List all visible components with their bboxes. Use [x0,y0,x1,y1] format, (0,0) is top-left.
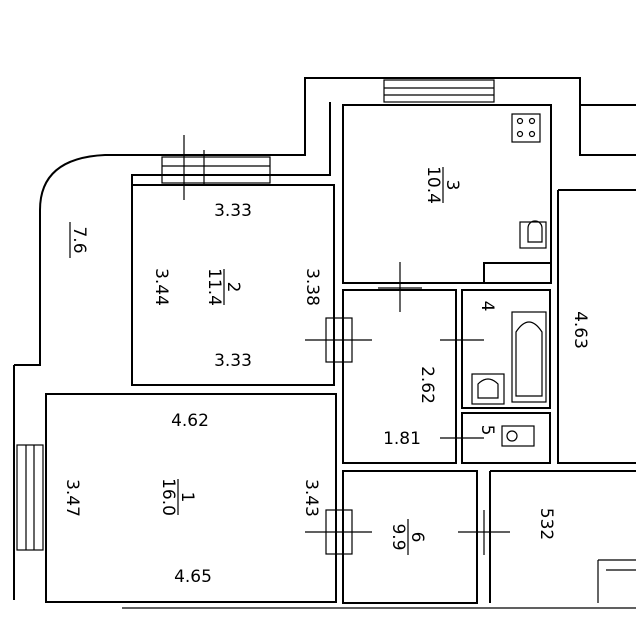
sink-icon [519,220,547,249]
room-label-1: 1 16.0 [158,478,197,516]
dimension-right-area: 532 [536,508,556,540]
room-area: 11.4 [204,268,224,306]
bathtub-icon [511,311,547,403]
stove-icon [511,113,541,143]
room-label-3: 3 10.4 [423,166,462,204]
room-number: 1 [177,492,197,503]
dimension-room1-bottom: 4.65 [174,567,212,587]
dimension-room2-top: 3.33 [214,201,252,221]
dimension-room2-right: 3.38 [302,268,322,306]
room-label-2: 2 11.4 [204,268,243,306]
room-number: 2 [223,282,243,293]
room-number: 4 [477,301,497,312]
dimension-hall-length: 2.62 [417,366,437,404]
room-area: 16.0 [158,478,178,516]
dimension-hall-width: 1.81 [383,429,421,449]
door-markers [183,135,510,555]
dimension-room1-left: 3.47 [62,479,82,517]
dimension-room1-top: 4.62 [171,411,209,431]
room-area: 9.9 [388,523,408,550]
room-number: 3 [442,180,462,191]
room-label-4: 4 [477,301,497,312]
walls [13,77,636,609]
room-label-6: 6 9.9 [388,519,427,555]
dimension-labels: 7.6 3.33 3.33 3.44 3.38 4.62 4.65 3.47 3… [62,201,590,587]
windows [16,79,495,551]
dimension-room2-left: 3.44 [151,268,171,306]
toilet-icon [501,425,535,447]
dimension-room1-right: 3.43 [301,479,321,517]
room-area: 10.4 [423,166,443,204]
washbasin-icon [471,373,505,405]
dimension-room2-bottom: 3.33 [214,351,252,371]
room-label-5: 5 [477,425,497,436]
dimension-balcony: 7.6 [69,226,89,253]
dimension-corridor-length: 4.63 [570,311,590,349]
room-number: 6 [407,532,427,543]
room-number: 5 [477,425,497,436]
